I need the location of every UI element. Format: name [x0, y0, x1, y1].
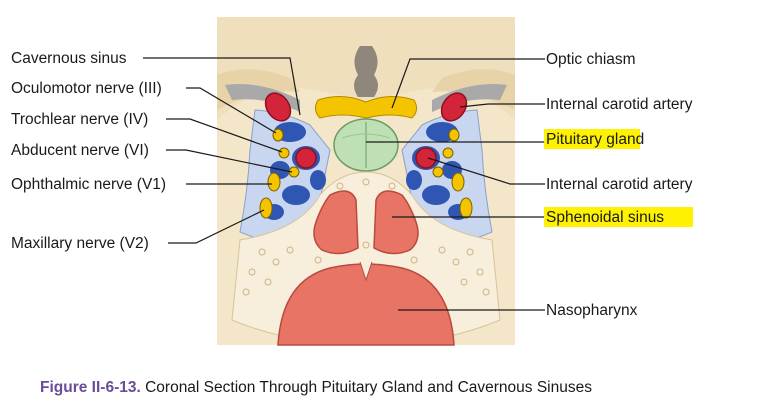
sphenoidal-sinus-right — [373, 190, 419, 255]
cranial-nerves-right — [432, 128, 473, 219]
label-maxillary-nerve: Maxillary nerve (V2) — [11, 235, 149, 252]
caption-text: Coronal Section Through Pituitary Gland … — [145, 379, 592, 396]
label-cavernous-sinus: Cavernous sinus — [11, 50, 127, 67]
label-nasopharynx: Nasopharynx — [546, 302, 638, 319]
label-pituitary-gland: Pituitary gland — [546, 131, 644, 148]
third-ventricle — [354, 46, 378, 97]
leader-oculomotor — [186, 87, 277, 134]
internal-carotid-upper-left — [264, 92, 292, 122]
leader-internal-carotid-upper — [459, 103, 545, 108]
pituitary-gland — [333, 118, 399, 172]
leader-cavernous-sinus — [143, 57, 301, 116]
bone-trabeculae — [242, 178, 490, 296]
leader-maxillary — [168, 209, 265, 244]
internal-carotid-lower-left — [295, 147, 317, 169]
figure-caption: Figure II-6-13. Coronal Section Through … — [40, 379, 592, 397]
optic-chiasm — [314, 96, 418, 119]
internal-carotid-lower-right — [415, 147, 437, 169]
label-ophthalmic-nerve: Ophthalmic nerve (V1) — [11, 176, 166, 193]
nasal-septum — [359, 261, 373, 282]
internal-carotid-upper-right — [440, 92, 468, 122]
label-trochlear-nerve: Trochlear nerve (IV) — [11, 111, 148, 128]
illustration — [217, 17, 515, 346]
leader-abducent — [166, 149, 293, 173]
leader-lines — [143, 57, 545, 311]
label-internal-carotid-lower: Internal carotid artery — [546, 176, 693, 193]
leader-internal-carotid-lower — [427, 157, 545, 185]
cranial-nerves-left — [259, 128, 300, 219]
label-abducent-nerve: Abducent nerve (VI) — [11, 142, 149, 159]
sphenoidal-sinus-left — [313, 190, 359, 255]
leader-optic-chiasm — [391, 58, 545, 109]
dura-right — [432, 84, 507, 112]
highlight-pituitary-gland — [544, 129, 640, 149]
dura-left — [225, 84, 300, 112]
label-sphenoidal-sinus: Sphenoidal sinus — [546, 209, 664, 226]
label-internal-carotid-upper: Internal carotid artery — [546, 96, 693, 113]
caption-number: Figure II-6-13. — [40, 379, 141, 396]
highlight-sphenoidal-sinus — [544, 207, 693, 227]
leader-trochlear — [166, 118, 283, 153]
label-optic-chiasm: Optic chiasm — [546, 51, 636, 68]
label-oculomotor-nerve: Oculomotor nerve (III) — [11, 80, 162, 97]
